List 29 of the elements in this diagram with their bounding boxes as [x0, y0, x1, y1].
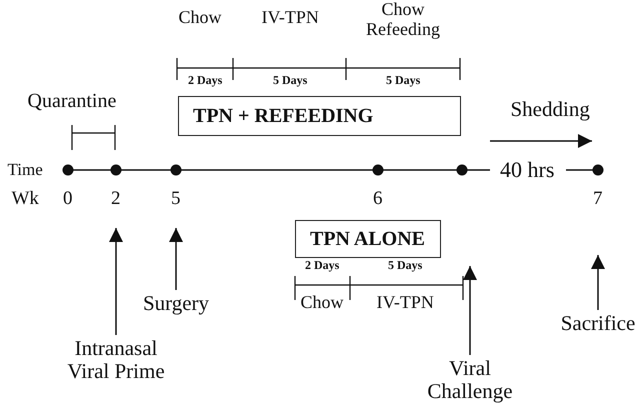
arrow	[591, 255, 605, 310]
timeline-label: Shedding	[510, 98, 590, 122]
arrow	[109, 228, 123, 335]
timeline-label: 0	[63, 189, 72, 210]
timeline-label: 5	[171, 189, 180, 210]
event-label: Viral Challenge	[420, 357, 520, 404]
duration-label: 5 Days	[388, 259, 422, 272]
timeline-label: Chow	[178, 8, 222, 28]
arrow	[463, 266, 477, 355]
arrow	[169, 228, 183, 290]
phase-box: TPN + REFEEDING	[178, 96, 461, 136]
timeline-label: Chow	[300, 293, 344, 313]
event-label: Surgery	[126, 292, 226, 316]
event-label: Intranasal Viral Prime	[56, 337, 176, 384]
duration-label: 5 Days	[386, 74, 420, 88]
timeline-label: IV-TPN	[376, 293, 434, 313]
timeline-label: Chow Refeeding	[365, 0, 441, 40]
event-label: Sacrifice	[548, 312, 642, 336]
timeline-label: Quarantine	[28, 90, 116, 112]
timeline-label: IV-TPN	[262, 8, 319, 28]
phase-box: TPN ALONE	[295, 220, 441, 258]
timeline-label: 6	[373, 189, 382, 210]
timeline-label: Time	[8, 161, 43, 180]
duration-label: 2 Days	[305, 259, 340, 272]
timeline-label: Wk	[12, 189, 39, 210]
duration-label: 5 Days	[273, 74, 308, 88]
duration-label: 2 Days	[188, 74, 222, 88]
timeline-label: 2	[111, 189, 120, 210]
timeline-label: 7	[593, 189, 602, 210]
